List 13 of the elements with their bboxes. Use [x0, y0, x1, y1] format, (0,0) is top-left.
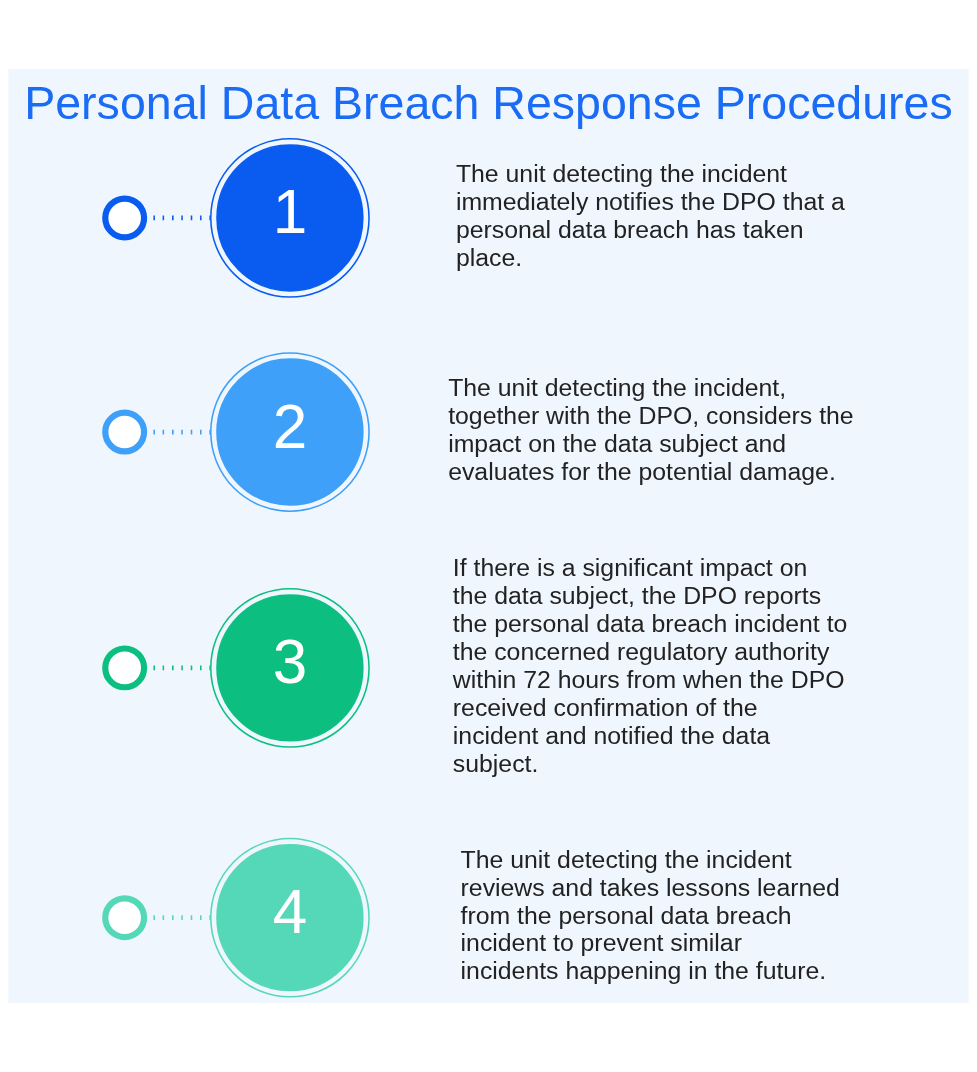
node-circle: 4 [210, 837, 370, 998]
node-circle: 3 [210, 587, 370, 748]
node-circle [102, 409, 148, 455]
node-label: The unit detecting the incident immediately notifies the DPO that a personal data breach has taken place. [455, 159, 845, 271]
node-label: The unit detecting the incident, together with the DPO, considers the impact on the data subject and evaluates for the potential damage. [448, 374, 854, 485]
diagram-title: Personal Data Breach Response Procedures [24, 76, 953, 129]
node-circle: 1 [210, 138, 370, 298]
node-label: The unit detecting the incident reviews and takes lessons learned from the personal data breach incident to prevent similar incidents happening in the future. [460, 845, 840, 985]
node-circle [102, 895, 148, 941]
node-circle [102, 195, 148, 241]
node-label: If there is a significant impact on the data subject, the DPO reports the personal data breach incident to the concerned regulatory authority within 72 hours from when the DPO received confirmation of the incident and notified the data subject. [452, 554, 848, 777]
node-circle: 2 [210, 352, 370, 512]
node-circle [102, 645, 148, 691]
